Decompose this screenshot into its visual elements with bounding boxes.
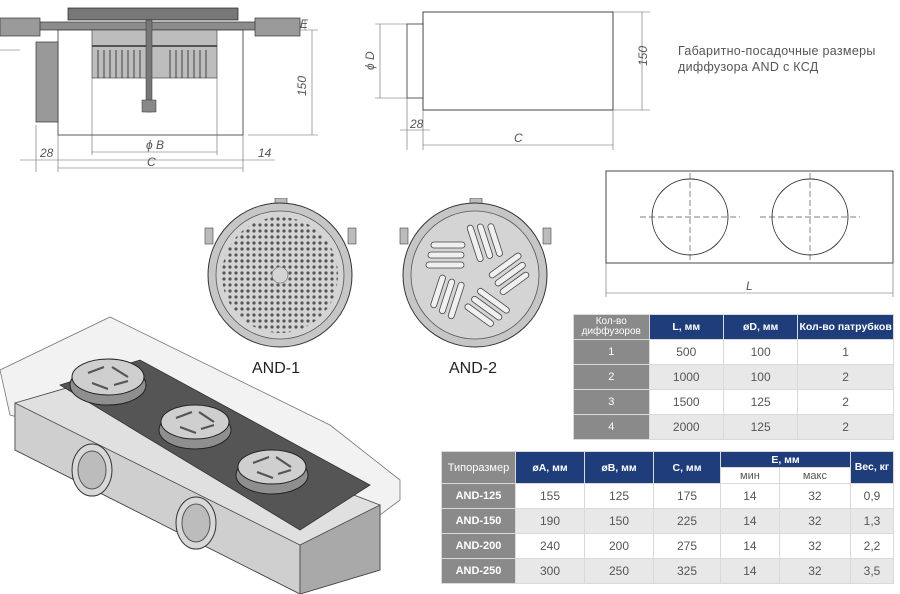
table-row: 3 1500 125 2 — [573, 389, 894, 415]
dim-e: E — [300, 17, 309, 31]
t2-header-weight: Вес, кг — [850, 451, 894, 484]
caption-line-1: Габаритно-посадочные размеры — [678, 44, 876, 58]
dim-150: 150 — [295, 76, 309, 96]
t2-header-e: E, мм — [720, 451, 851, 468]
dim-l: L — [746, 279, 753, 293]
t1-header-spigots: Кол-во патрубков — [797, 314, 894, 340]
and1-grille-image — [204, 198, 357, 348]
t2-header-a: øA, мм — [515, 451, 585, 484]
dim-phi-d: ϕ D — [363, 51, 377, 70]
isometric-illustration — [0, 316, 401, 594]
drawing-caption: Габаритно-посадочные размеры диффузора A… — [678, 43, 876, 75]
table-row: AND-250 300 250 325 14 32 3,5 — [441, 558, 894, 584]
t1-header-l: L, мм — [648, 314, 724, 340]
section-drawing: E 150 28 ϕ B C 14 — [0, 7, 318, 172]
t2-header-b: øB, мм — [584, 451, 654, 484]
table-row: AND-150 190 150 225 14 32 1,3 — [441, 508, 894, 534]
table-row: 1 500 100 1 — [573, 339, 894, 365]
table-diffuser-count: Кол-во диффузоров L, мм øD, мм Кол-во па… — [573, 314, 894, 440]
t2-header-c: C, мм — [653, 451, 721, 484]
t2-subheader-min: мин — [720, 467, 780, 484]
t2-header-size: Типоразмер — [441, 451, 516, 484]
and2-grille-image — [399, 198, 552, 348]
plan-drawing: L — [605, 170, 894, 297]
and1-label: AND-1 — [252, 360, 301, 377]
dim-28: 28 — [39, 146, 54, 160]
table-row: AND-200 240 200 275 14 32 2,2 — [441, 533, 894, 559]
side-drawing: ϕ D 150 28 C — [363, 11, 650, 150]
t1-header-count: Кол-во диффузоров — [573, 314, 650, 340]
table-sizes: Типоразмер øA, мм øB, мм C, мм E, мм Вес… — [441, 451, 894, 584]
dim-150b: 150 — [636, 46, 650, 66]
dim-14: 14 — [258, 146, 272, 160]
dim-cb: C — [514, 131, 523, 145]
table-row: 4 2000 125 2 — [573, 414, 894, 440]
table-row: AND-125 155 125 175 14 32 0,9 — [441, 483, 894, 509]
dim-28b: 28 — [409, 117, 424, 131]
and2-label: AND-2 — [449, 360, 498, 377]
dim-phi-b: ϕ B — [146, 138, 164, 152]
table-row: 2 1000 100 2 — [573, 364, 894, 390]
t1-header-d: øD, мм — [722, 314, 799, 340]
caption-line-2: диффузора AND с КСД — [678, 60, 819, 74]
t2-subheader-max: макс — [778, 467, 852, 484]
dim-c: C — [147, 155, 156, 169]
